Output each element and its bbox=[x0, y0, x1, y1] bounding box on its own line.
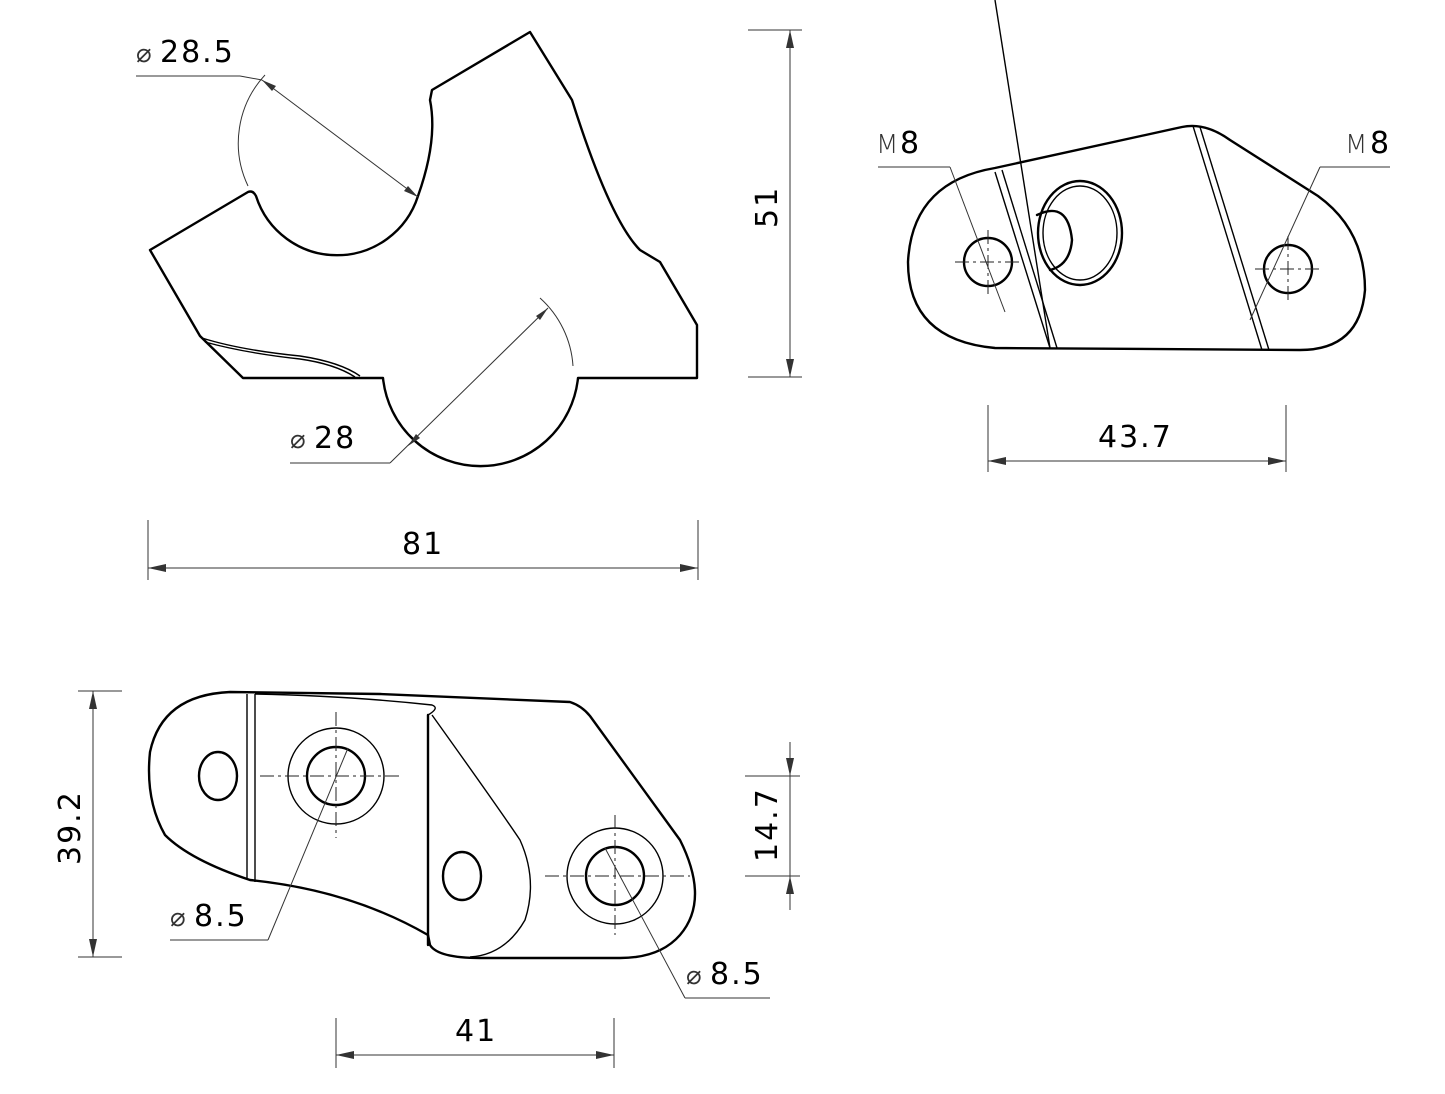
arrow-head bbox=[262, 80, 276, 91]
leader-line bbox=[604, 847, 686, 999]
thread-symbol: M bbox=[876, 130, 898, 160]
arrow-head bbox=[336, 1051, 354, 1059]
arrow-head bbox=[596, 1051, 614, 1059]
dim-hole-offset: 14.7 bbox=[750, 787, 785, 862]
dim-left-thread: 8 bbox=[900, 126, 921, 161]
arrow-head bbox=[408, 434, 420, 446]
arrow-head bbox=[89, 691, 97, 709]
bend-line bbox=[994, 171, 1051, 349]
diameter-symbol: ⌀ bbox=[290, 425, 306, 455]
arrow-head bbox=[536, 308, 548, 320]
view-bottom-bracket: ⌀ 8.5 ⌀ 8.5 39.2 14.7 41 bbox=[53, 690, 800, 1068]
leader-line bbox=[267, 747, 349, 941]
dim-lower-bore: 28 bbox=[314, 421, 356, 456]
dim-right-hole: 8.5 bbox=[710, 957, 764, 992]
dim-bracket-hole-spacing: 41 bbox=[455, 1014, 497, 1049]
arrow-head bbox=[786, 30, 794, 48]
counterbore-ring bbox=[1042, 185, 1118, 281]
dim-upper-bore: 28.5 bbox=[160, 35, 235, 70]
dim-bracket-height: 39.2 bbox=[53, 790, 88, 865]
fillet-edge bbox=[201, 337, 361, 377]
bore-arc-lower bbox=[539, 297, 574, 367]
arrow-head bbox=[988, 457, 1006, 465]
hole bbox=[197, 750, 239, 802]
dim-right-thread: 8 bbox=[1370, 126, 1391, 161]
bore-arc-upper bbox=[237, 74, 266, 187]
leader-line bbox=[239, 75, 263, 81]
dimension-line bbox=[261, 79, 419, 198]
leader-line bbox=[949, 166, 1006, 313]
arrow-head bbox=[786, 876, 794, 894]
counterbore-outer bbox=[1036, 179, 1124, 287]
part-outline bbox=[148, 30, 699, 468]
view-top-left-profile: ⌀ 28.5 ⌀ 28 81 51 bbox=[136, 29, 802, 580]
arrow-head bbox=[148, 564, 166, 572]
arrow-head bbox=[786, 758, 794, 776]
dim-width: 81 bbox=[402, 527, 444, 562]
diameter-symbol: ⌀ bbox=[686, 961, 702, 991]
bend-line bbox=[1199, 126, 1270, 351]
bend-line bbox=[1192, 125, 1263, 351]
bend-line bbox=[1001, 169, 1058, 349]
flange-edge bbox=[431, 714, 532, 958]
dim-height: 51 bbox=[750, 186, 785, 228]
thread-symbol: M bbox=[1345, 130, 1367, 160]
arrow-head bbox=[786, 359, 794, 377]
view-top-right-plate: M 8 M 8 43.7 bbox=[876, 0, 1391, 472]
hole bbox=[441, 850, 483, 902]
fillet-edge-inner bbox=[204, 341, 356, 378]
leader-line bbox=[1249, 166, 1321, 321]
counterbore-inner bbox=[1035, 209, 1074, 272]
bend-line bbox=[994, 0, 1051, 349]
bracket-outline bbox=[147, 690, 697, 960]
arrow-head bbox=[404, 186, 418, 197]
arrow-head bbox=[1268, 457, 1286, 465]
dim-hole-spacing: 43.7 bbox=[1098, 420, 1173, 455]
flange-edge bbox=[254, 693, 436, 716]
plate-outline bbox=[906, 124, 1367, 352]
arrow-head bbox=[680, 564, 698, 572]
diameter-symbol: ⌀ bbox=[136, 39, 152, 69]
diameter-symbol: ⌀ bbox=[170, 903, 186, 933]
dim-left-hole: 8.5 bbox=[194, 899, 248, 934]
arrow-head bbox=[89, 939, 97, 957]
